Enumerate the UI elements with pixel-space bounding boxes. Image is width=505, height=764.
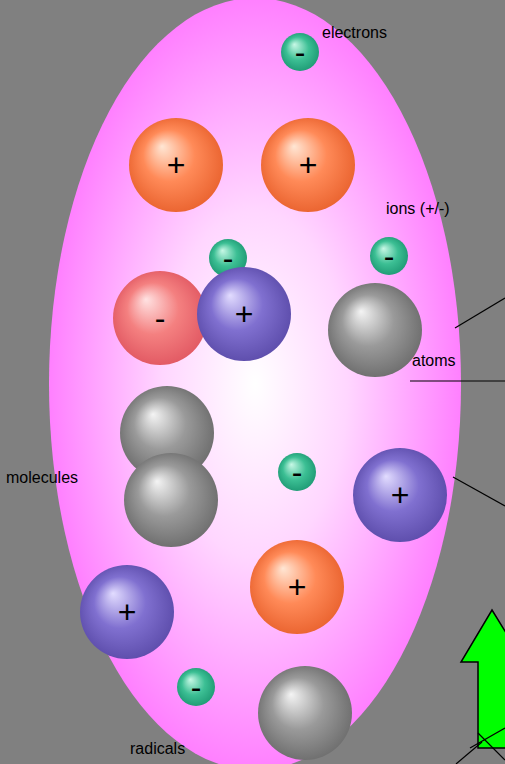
leader-line	[470, 728, 505, 748]
particle-label: radicals	[130, 740, 185, 758]
electron: -	[281, 33, 319, 71]
positive-ion: +	[80, 565, 174, 659]
positive-ion: +	[197, 267, 291, 361]
particle-circle	[250, 540, 344, 634]
atom	[328, 283, 422, 377]
electron: -	[177, 668, 215, 706]
particle-circle	[353, 448, 447, 542]
positive-ion: +	[261, 118, 355, 212]
green-arrow	[461, 610, 505, 748]
leader-line	[455, 298, 505, 328]
charge-sign: +	[288, 571, 307, 603]
charge-sign: +	[299, 149, 318, 181]
particle-circle	[261, 118, 355, 212]
charge-sign: +	[391, 479, 410, 511]
charge-sign: +	[167, 149, 186, 181]
molecule-atom	[124, 453, 218, 547]
particle-label: molecules	[6, 469, 78, 487]
particle-circle	[281, 33, 319, 71]
charge-sign: -	[384, 240, 395, 272]
particle-circle	[197, 267, 291, 361]
particle-circle	[278, 453, 316, 491]
particle-label: electrons	[322, 24, 387, 42]
plasma-cloud	[49, 0, 461, 764]
negative-ion: -	[113, 271, 207, 365]
particle-label: ions (+/-)	[386, 200, 450, 218]
charge-sign: -	[191, 671, 202, 703]
positive-ion: +	[250, 540, 344, 634]
particle-circle	[80, 565, 174, 659]
particle-circle	[129, 118, 223, 212]
charge-sign: -	[292, 456, 303, 488]
radical	[258, 666, 352, 760]
particle-circle	[370, 237, 408, 275]
charge-sign: -	[155, 302, 166, 334]
charge-sign: +	[235, 298, 254, 330]
electron: -	[278, 453, 316, 491]
positive-ion: +	[129, 118, 223, 212]
particle-label: atoms	[412, 352, 456, 370]
positive-ion: +	[353, 448, 447, 542]
charge-sign: -	[295, 36, 306, 68]
particle-circle	[113, 271, 207, 365]
leader-line	[453, 477, 505, 506]
electron: -	[370, 237, 408, 275]
charge-sign: +	[118, 596, 137, 628]
leader-line	[410, 380, 505, 381]
leader-line	[456, 742, 482, 764]
particle-circle	[177, 668, 215, 706]
leader-line	[478, 733, 505, 760]
